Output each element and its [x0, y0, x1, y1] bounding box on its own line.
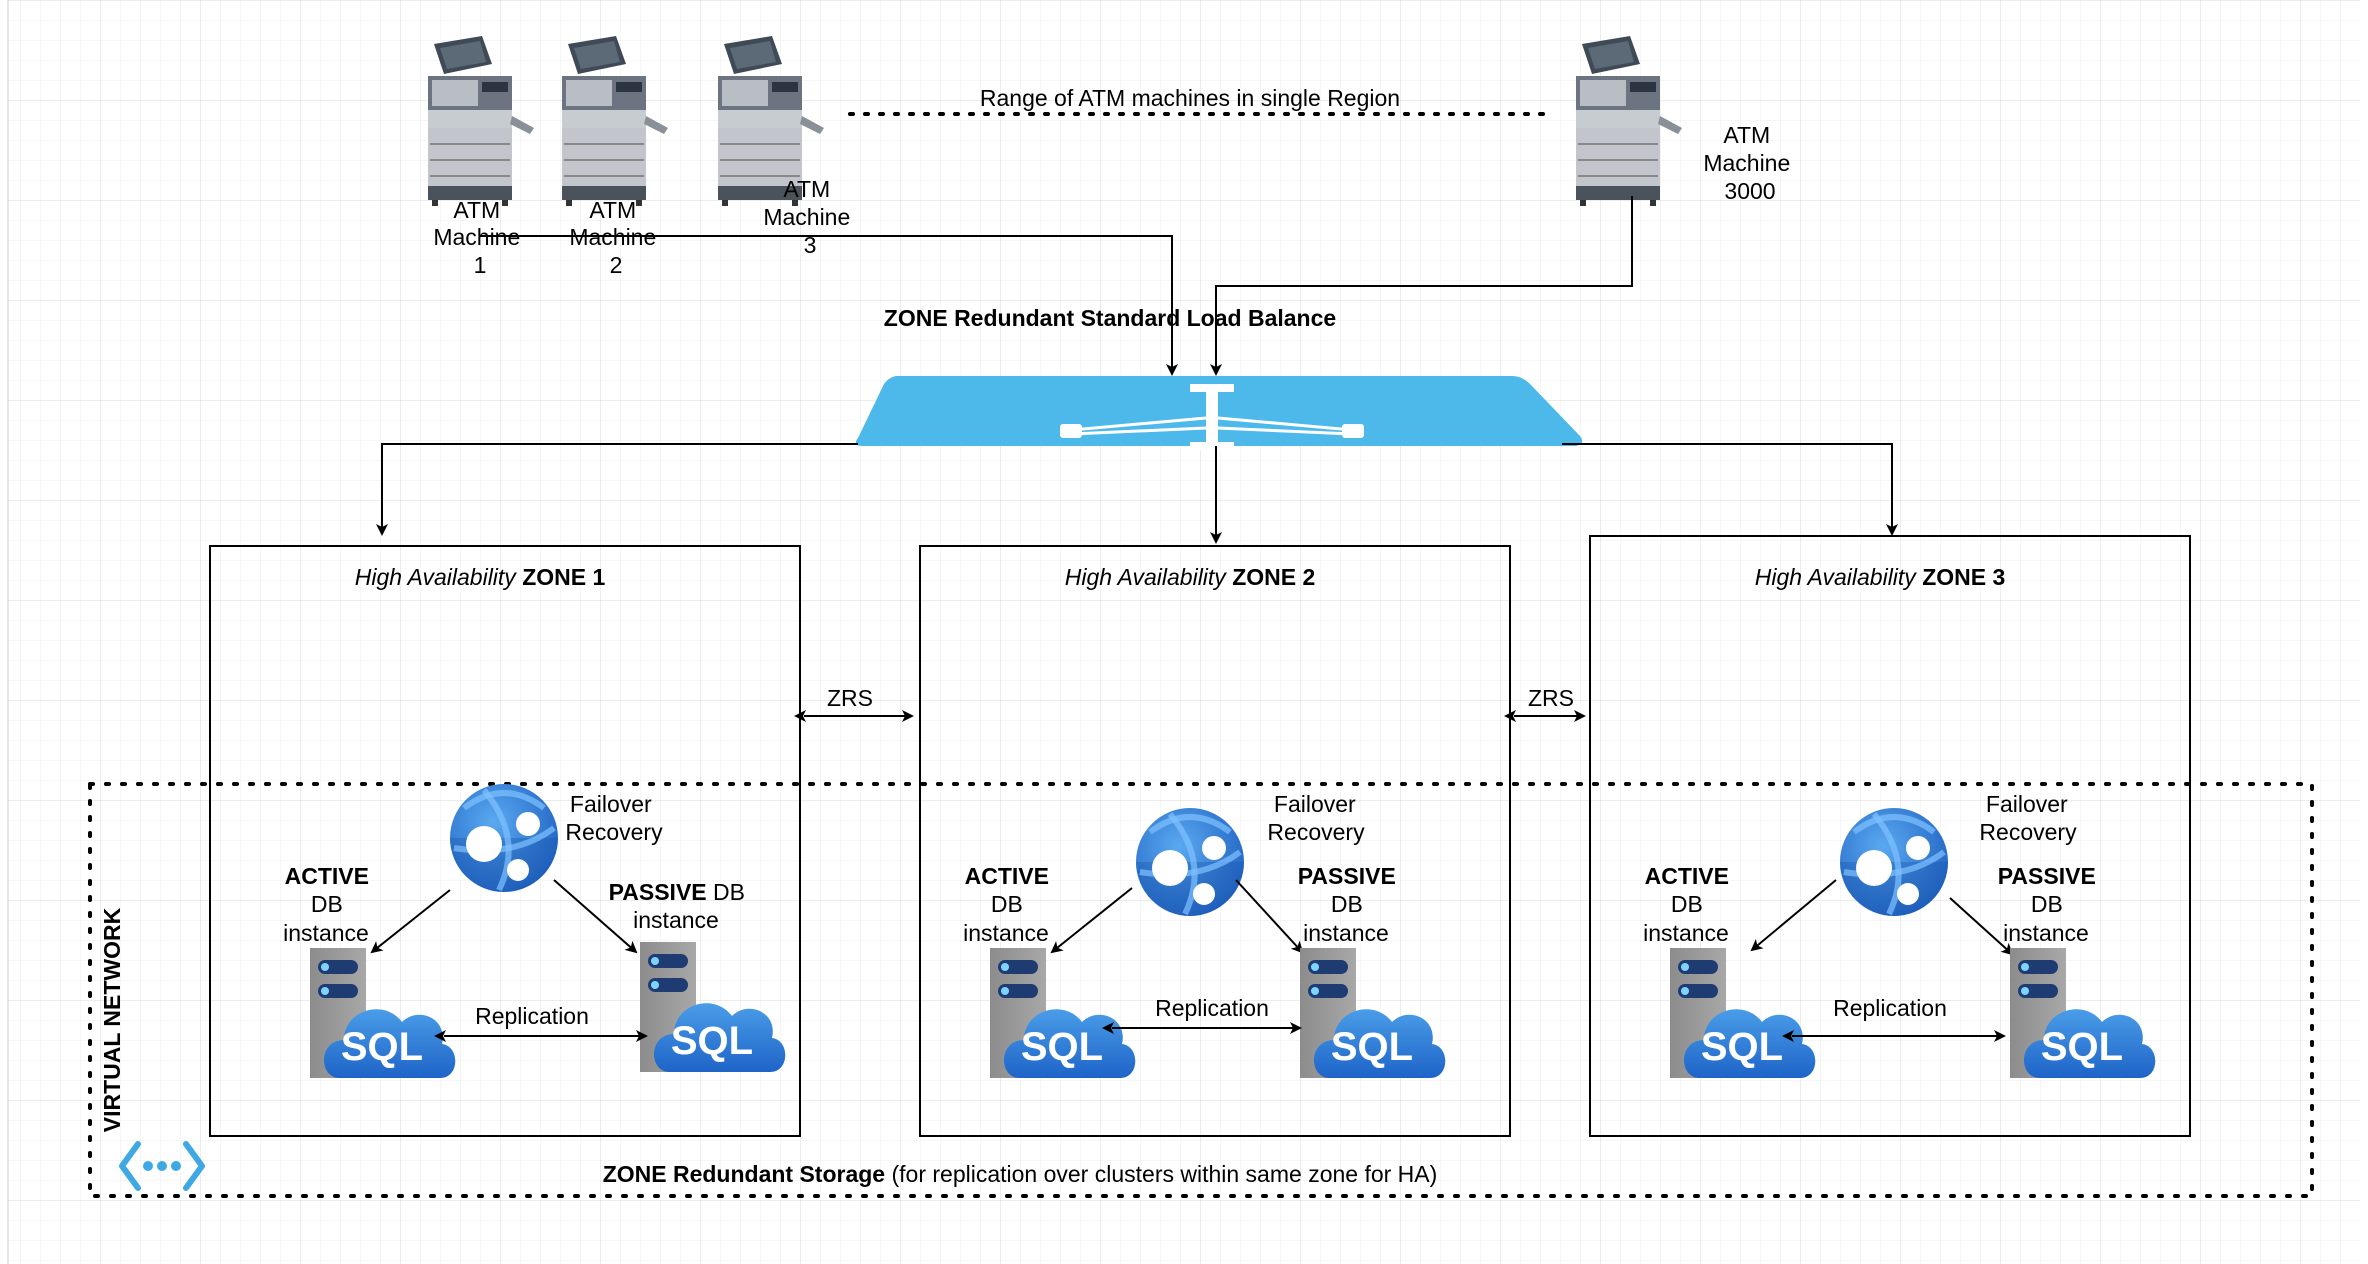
- zone-3-active-label: ACTIVE DB instance: [1643, 863, 1735, 946]
- zone-1-active-sql-icon: SQL: [310, 948, 456, 1078]
- svg-text:SQL: SQL: [1331, 1025, 1413, 1069]
- zone-1-box: [209, 545, 801, 1137]
- zone-2-failover-globe-icon: [1136, 808, 1244, 916]
- atm-machine-3000-label: ATM Machine 3000: [1703, 122, 1796, 204]
- zone-2-box: [919, 545, 1511, 1137]
- zone-3-passive-sql-icon: SQL: [2010, 948, 2156, 1078]
- zone-3-box: [1589, 535, 2191, 1137]
- zrs-label-1-2: ZRS: [827, 685, 873, 711]
- zone-1-active-label: ACTIVE DB instance: [283, 863, 375, 946]
- atm-range-label: Range of ATM machines in single Region: [980, 85, 1400, 111]
- zone-2-active-sql-icon: SQL: [990, 948, 1136, 1078]
- atm-machine-3-label: ATM Machine 3: [763, 176, 856, 258]
- zone-2-passive-sql-icon: SQL: [1300, 948, 1446, 1078]
- zone-2-active-label: ACTIVE DB instance: [963, 863, 1055, 946]
- zone-1-failover-globe-icon: [450, 784, 558, 892]
- zone-redundant-storage-label: ZONE Redundant Storage (for replication …: [603, 1161, 1438, 1187]
- zone-1-failover-label: Failover Recovery: [565, 791, 663, 845]
- zone-2-title: High Availability ZONE 2: [1065, 564, 1316, 590]
- zone-3-passive-label: PASSIVE DB instance: [1998, 863, 2102, 946]
- zone-3-failover-to-active-arrow: [1750, 879, 1837, 952]
- virtual-network-label: VIRTUAL NETWORK: [99, 907, 125, 1132]
- lb-to-zone1-connector: [376, 443, 858, 536]
- load-balancer-shape: [855, 376, 1583, 446]
- zone-2-replication-label: Replication: [1155, 995, 1269, 1021]
- zone-3-title: High Availability ZONE 3: [1755, 564, 2006, 590]
- zone-2-failover-label: Failover Recovery: [1267, 791, 1365, 845]
- virtual-network-icon: [119, 1141, 205, 1191]
- zone-3-replication-label: Replication: [1833, 995, 1947, 1021]
- atm-to-lb-connector-right: [1210, 196, 1633, 376]
- zone-1-failover-to-passive-arrow: [553, 879, 638, 954]
- zone-1-title: High Availability ZONE 1: [355, 564, 606, 590]
- svg-text:SQL: SQL: [2041, 1025, 2123, 1069]
- zone-3-failover-globe-icon: [1840, 808, 1948, 916]
- svg-text:SQL: SQL: [341, 1025, 423, 1069]
- svg-text:SQL: SQL: [671, 1019, 753, 1063]
- zone-1-failover-to-active-arrow: [370, 889, 451, 954]
- load-balancer-label: ZONE Redundant Standard Load Balance: [884, 305, 1336, 331]
- svg-text:SQL: SQL: [1701, 1025, 1783, 1069]
- lb-to-zone3-connector: [1562, 443, 1898, 536]
- zone-1-replication-label: Replication: [475, 1003, 589, 1029]
- zone-1-passive-sql-icon: SQL: [640, 942, 786, 1072]
- zone-3-active-sql-icon: SQL: [1670, 948, 1816, 1078]
- zrs-label-2-3: ZRS: [1528, 685, 1574, 711]
- zone-2-failover-to-active-arrow: [1050, 887, 1133, 954]
- zone-3-failover-to-passive-arrow: [1949, 897, 2014, 956]
- zone-2-passive-label: PASSIVE DB instance: [1298, 863, 1402, 946]
- zone-3-failover-label: Failover Recovery: [1979, 791, 2077, 845]
- atm-machine-1-label: ATM Machine 1: [433, 197, 526, 278]
- virtual-network-boundary: [88, 782, 2314, 1198]
- atm-to-lb-connector-left: [480, 235, 1178, 376]
- zone-1-passive-label: PASSIVE DB instance: [609, 879, 752, 933]
- svg-text:SQL: SQL: [1021, 1025, 1103, 1069]
- zone-2-failover-to-passive-arrow: [1235, 879, 1304, 954]
